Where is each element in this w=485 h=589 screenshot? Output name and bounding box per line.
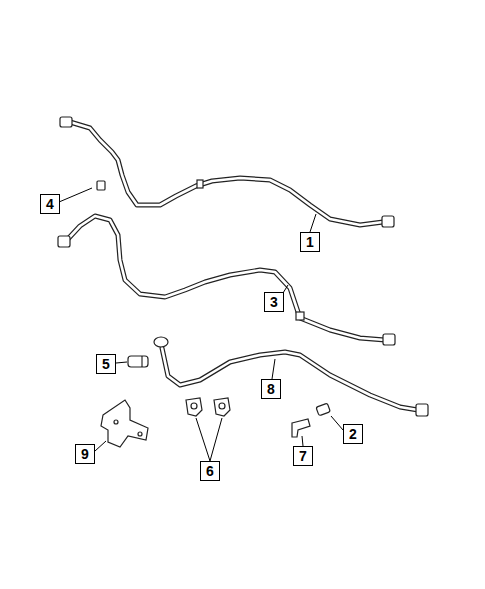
fuel-hose (154, 337, 428, 416)
callout-number: 2 (343, 424, 363, 444)
callout-number: 7 (293, 446, 313, 466)
fitting (316, 403, 330, 416)
support-bracket (101, 400, 148, 447)
fuel-hose (58, 216, 395, 345)
callout-number: 6 (200, 461, 220, 481)
clip (97, 181, 105, 190)
callout-number: 3 (264, 292, 284, 312)
callout-number: 1 (300, 232, 320, 252)
bracket (292, 419, 310, 437)
leader-lines (59, 188, 343, 461)
callout-number: 8 (261, 379, 281, 399)
connector (128, 356, 148, 367)
callout-number: 4 (40, 194, 60, 214)
fuel-hose (60, 117, 394, 227)
callout-number: 5 (96, 354, 116, 374)
callout-number: 9 (75, 444, 95, 464)
hose-clips (186, 398, 230, 416)
